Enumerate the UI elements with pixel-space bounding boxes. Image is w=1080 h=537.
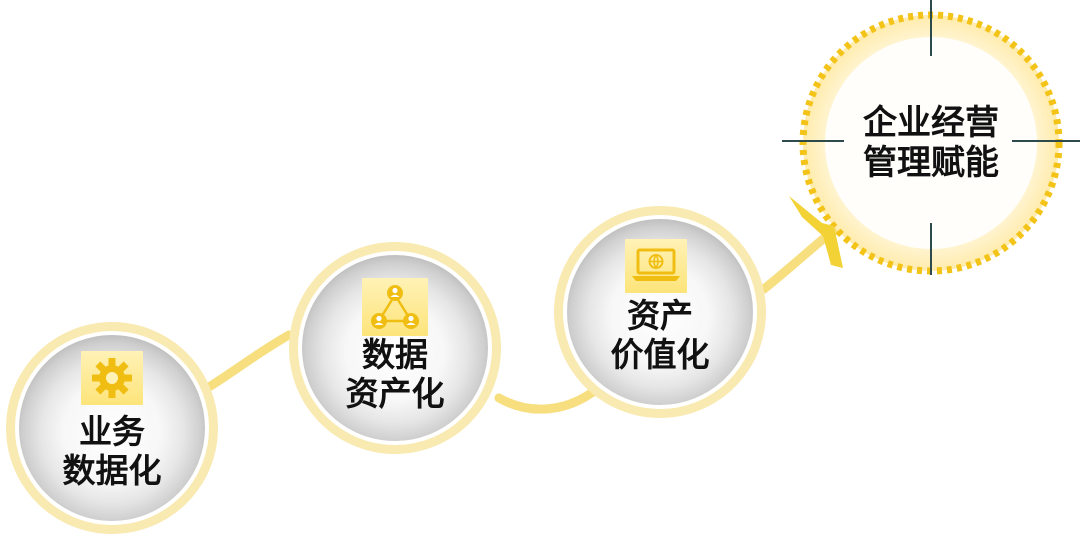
stage-1-label-line-1: 业务: [79, 412, 145, 452]
stage-3-label: 资产 价值化: [610, 296, 710, 375]
stage-2-label-line-1: 数据: [362, 335, 428, 375]
stage-3-label-line-1: 资产: [627, 296, 693, 336]
arrow-marker: [789, 196, 843, 268]
gear-icon: [81, 351, 143, 405]
network-people-icon: [362, 278, 428, 336]
stage-2-label-line-2: 资产化: [345, 374, 445, 413]
stage-2-label: 数据 资产化: [345, 335, 445, 414]
stage-2-inner-circle: [298, 251, 492, 445]
stage-1-label-line-2: 数据化: [62, 451, 162, 490]
goal-label-line-1: 企业经营: [863, 102, 999, 143]
stage-3-inner-circle: [563, 215, 757, 409]
goal-label-line-2: 管理赋能: [863, 143, 999, 183]
stage-1-inner-circle: [15, 331, 209, 525]
laptop-globe-icon: [625, 239, 687, 293]
stage-3-label-line-2: 价值化: [610, 335, 710, 374]
goal-label: 企业经营 管理赋能: [863, 103, 999, 183]
stage-1-label: 业务 数据化: [62, 412, 162, 491]
goal-inner-circle: [825, 37, 1037, 249]
